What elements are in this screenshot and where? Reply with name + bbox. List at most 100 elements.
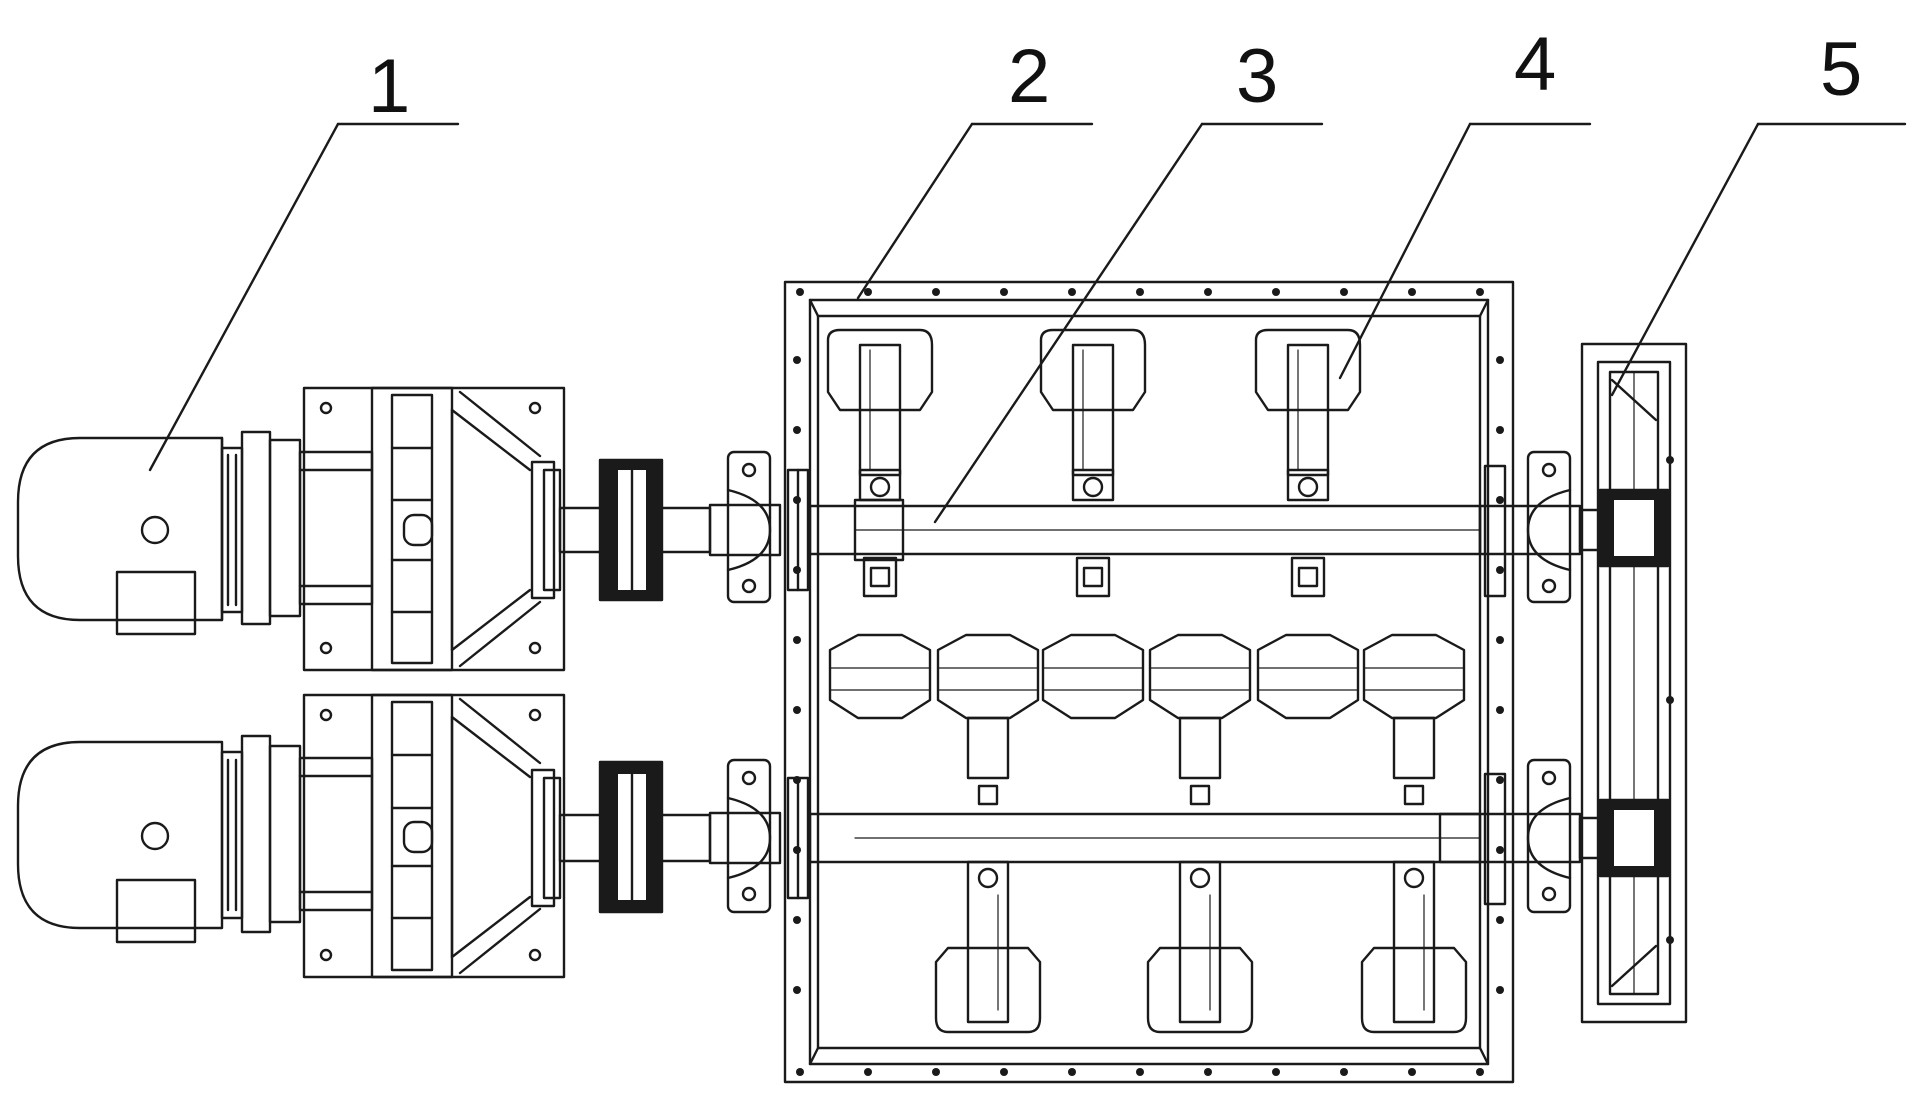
- shaft-lower: [808, 812, 1642, 864]
- paddle-arm-upper: [1254, 328, 1362, 598]
- bolt: [793, 566, 801, 574]
- bolt: [793, 706, 801, 714]
- gear-reducer-upper: [302, 386, 566, 672]
- paddle-arm: [1071, 343, 1115, 477]
- bolt: [793, 916, 801, 924]
- bolt: [793, 776, 801, 784]
- bolt: [1204, 1068, 1212, 1076]
- bolt: [1272, 288, 1280, 296]
- bolt: [793, 496, 801, 504]
- callout-3: 3: [933, 34, 1324, 524]
- drive-motor-lower: [16, 734, 374, 944]
- bolt: [1496, 706, 1504, 714]
- paddle-arm: [1392, 860, 1436, 1024]
- arm-clamp: [1071, 468, 1115, 502]
- callout-3-number: 3: [1236, 34, 1278, 119]
- callout-1: 1: [148, 44, 460, 472]
- bolt: [1496, 776, 1504, 784]
- paddle-arm-upper: [1039, 328, 1147, 598]
- paddle-blade: [1039, 328, 1147, 412]
- bearing-seat-upper-left: [726, 450, 810, 604]
- bolt: [1204, 288, 1212, 296]
- clamp-bolt: [977, 867, 999, 889]
- bolt: [793, 636, 801, 644]
- bolt: [1272, 1068, 1280, 1076]
- housing-bolts: [793, 288, 1504, 1076]
- bolt: [1340, 1068, 1348, 1076]
- paddle-blade-middle: [1256, 633, 1360, 720]
- callout-2: 2: [856, 34, 1094, 300]
- bolt: [1000, 1068, 1008, 1076]
- paddle-blade-middle: [936, 633, 1040, 720]
- paddle-blade: [1360, 946, 1468, 1034]
- bolt: [932, 288, 940, 296]
- paddle-arm-upper: [826, 328, 934, 598]
- arm-clamp: [1286, 468, 1330, 502]
- paddle-blade-middle: [828, 633, 932, 720]
- paddle-blade: [1254, 328, 1362, 412]
- bolt: [1408, 1068, 1416, 1076]
- clamp-bolt: [1189, 867, 1211, 889]
- bolt: [793, 356, 801, 364]
- bearing-seat-upper-right: [1483, 450, 1572, 604]
- coupling-upper: [558, 458, 782, 602]
- bolt: [1068, 1068, 1076, 1076]
- paddle-arm: [966, 860, 1010, 1024]
- bolt: [1068, 288, 1076, 296]
- coupling-lower: [558, 760, 782, 914]
- housing-frame: [783, 280, 1515, 1084]
- paddle-blade: [934, 946, 1042, 1034]
- bolt: [1496, 986, 1504, 994]
- clamp-nut: [1082, 566, 1104, 588]
- clamp-nut: [977, 784, 999, 806]
- callout-2-number: 2: [1008, 34, 1050, 119]
- arm-clamp-lower: [862, 556, 898, 598]
- paddle-arm: [858, 343, 902, 477]
- paddle-arm-lower: [1146, 716, 1254, 1034]
- bolt: [793, 986, 801, 994]
- arm-clamp-upper: [966, 716, 1010, 780]
- callout-1-number: 1: [368, 44, 410, 129]
- synchronizing-gear-box: [1580, 342, 1688, 1024]
- clamp-nut: [1297, 566, 1319, 588]
- callout-5-number: 5: [1820, 27, 1862, 112]
- bolt: [1496, 636, 1504, 644]
- bolt: [932, 1068, 940, 1076]
- paddle-blade: [1146, 946, 1254, 1034]
- arm-clamp-upper: [1178, 716, 1222, 780]
- callouts: 1 2 3 4 5: [148, 22, 1907, 524]
- paddle-assemblies: [826, 328, 1468, 1034]
- paddle-blade-middle: [1041, 633, 1145, 720]
- bolt: [1476, 1068, 1484, 1076]
- drive-motor-upper: [16, 430, 374, 636]
- paddle-blade-middle: [1362, 633, 1466, 720]
- arm-clamp-lower: [1075, 556, 1111, 598]
- paddle-blade: [1041, 633, 1145, 720]
- bolt: [1496, 496, 1504, 504]
- paddle-blade: [1256, 633, 1360, 720]
- paddle-arm: [1286, 343, 1330, 477]
- bolt: [1136, 288, 1144, 296]
- paddle-arm-lower: [1360, 716, 1468, 1034]
- paddle-arm-lower: [934, 716, 1042, 1034]
- bolt: [1408, 288, 1416, 296]
- bolt: [1340, 288, 1348, 296]
- callout-4: 4: [1338, 22, 1592, 380]
- bolt: [1136, 1068, 1144, 1076]
- paddle-blade: [936, 633, 1040, 720]
- paddle-blade: [1148, 633, 1252, 720]
- callout-5: 5: [1610, 27, 1907, 397]
- arm-clamp-upper: [1392, 716, 1436, 780]
- bolt: [793, 426, 801, 434]
- callout-2-leader: [856, 122, 974, 300]
- bolt: [864, 1068, 872, 1076]
- clamp-nut: [1403, 784, 1425, 806]
- clamp-nut: [1189, 784, 1211, 806]
- bolt: [1496, 566, 1504, 574]
- paddle-blade-middle: [1148, 633, 1252, 720]
- bolt: [796, 1068, 804, 1076]
- bolt: [793, 846, 801, 854]
- bolt: [796, 288, 804, 296]
